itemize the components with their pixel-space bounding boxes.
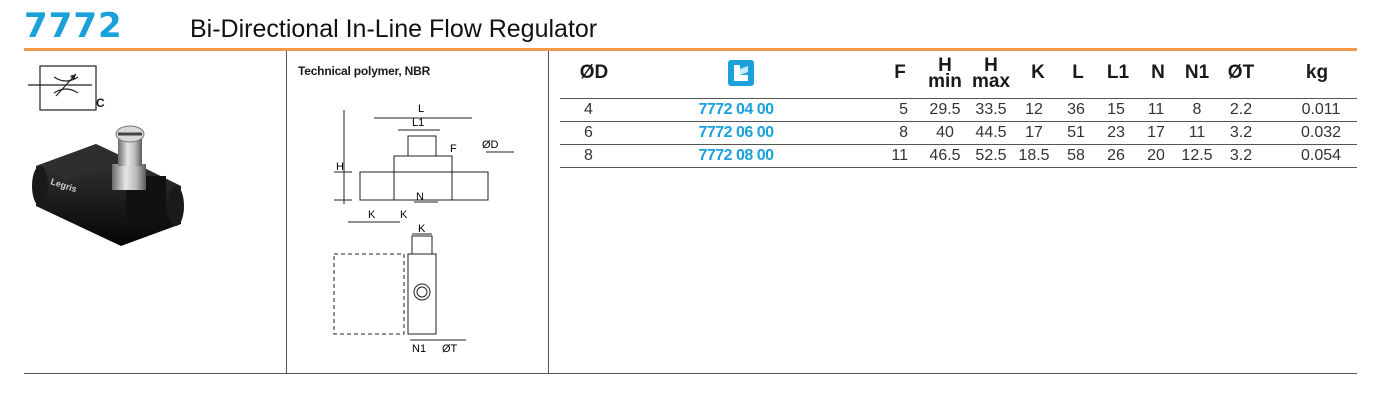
cell-ot: 3.2 xyxy=(1229,124,1253,141)
symbol-label: C xyxy=(96,96,105,110)
cell-k: 12 xyxy=(1025,101,1043,118)
cell-hmin: 46.5 xyxy=(929,147,961,164)
cell-reference[interactable]: 7772 04 00 xyxy=(698,101,774,118)
cell-ot: 2.2 xyxy=(1229,101,1253,118)
cell-n1: 12.5 xyxy=(1181,147,1213,164)
footer-divider xyxy=(24,373,1357,374)
col-l1: L1 xyxy=(1106,62,1130,83)
cell-l: 36 xyxy=(1067,101,1085,118)
flow-regulator-symbol-icon xyxy=(28,65,97,111)
col-hmin-top: H xyxy=(938,55,952,76)
dim-label: L xyxy=(418,103,424,115)
col-l: L xyxy=(1072,62,1084,83)
product-code: 7772 xyxy=(24,6,123,46)
cell-n: 20 xyxy=(1147,147,1165,164)
cell-f: 8 xyxy=(899,124,908,141)
dim-label: ØD xyxy=(482,139,499,151)
column-divider xyxy=(548,51,549,373)
col-f: F xyxy=(894,62,906,83)
legris-reference-icon xyxy=(728,60,754,86)
cell-kg: 0.032 xyxy=(1300,124,1342,141)
dim-label: N1 xyxy=(412,343,426,355)
cell-l: 51 xyxy=(1067,124,1085,141)
page-title: Bi-Directional In-Line Flow Regulator xyxy=(190,15,598,43)
cell-k: 18.5 xyxy=(1018,147,1050,164)
cell-f: 11 xyxy=(891,147,908,164)
table-row: 8 7772 08 00 11 46.5 52.5 18.5 58 26 20 … xyxy=(560,145,1357,168)
col-hmax-top: H xyxy=(984,55,998,76)
cell-n: 17 xyxy=(1147,124,1165,141)
col-hmin: H min xyxy=(924,55,966,92)
header-divider xyxy=(24,48,1357,51)
cell-kg: 0.011 xyxy=(1301,101,1341,118)
cell-hmax: 52.5 xyxy=(975,147,1007,164)
col-ot: ØT xyxy=(1227,62,1255,83)
cell-od: 4 xyxy=(584,101,593,118)
col-kg: kg xyxy=(1305,62,1329,83)
cell-f: 5 xyxy=(899,101,908,118)
table-header: ØD F H min H max K L L1 N N1 ØT kg xyxy=(560,56,1357,99)
dim-label: F xyxy=(450,143,457,155)
cell-hmax: 44.5 xyxy=(975,124,1007,141)
cell-k: 17 xyxy=(1025,124,1043,141)
column-divider xyxy=(286,51,287,373)
dim-label: H xyxy=(336,161,344,173)
cell-ot: 3.2 xyxy=(1229,147,1253,164)
product-photo: Legris xyxy=(32,125,184,246)
cell-l1: 15 xyxy=(1107,101,1125,118)
table-row: 4 7772 04 00 5 29.5 33.5 12 36 15 11 8 2… xyxy=(560,99,1357,122)
dim-label: N xyxy=(416,191,424,203)
col-hmax-bottom: max xyxy=(971,71,1011,92)
cell-reference[interactable]: 7772 08 00 xyxy=(698,147,774,164)
cell-reference[interactable]: 7772 06 00 xyxy=(698,124,774,141)
dimension-drawing: L L1 F ØD H N K K K N1 ØT xyxy=(333,103,514,355)
cell-n1: 8 xyxy=(1192,101,1202,118)
col-n: N xyxy=(1151,62,1165,83)
col-od: ØD xyxy=(579,62,609,83)
material-spec: Technical polymer, NBR xyxy=(298,64,431,78)
col-hmin-bottom: min xyxy=(928,71,962,92)
cell-od: 8 xyxy=(584,147,593,164)
dim-label: K xyxy=(400,209,408,221)
dimension-table: ØD F H min H max K L L1 N N1 ØT kg 4 777… xyxy=(560,56,1357,168)
cell-n1: 11 xyxy=(1188,124,1206,141)
cell-n: 11 xyxy=(1147,101,1165,118)
cell-hmin: 40 xyxy=(936,124,954,141)
cell-l1: 23 xyxy=(1107,124,1125,141)
dim-label: ØT xyxy=(442,343,458,355)
cell-l: 58 xyxy=(1067,147,1085,164)
dim-label: K xyxy=(418,223,426,235)
col-n1: N1 xyxy=(1184,62,1210,83)
col-k: K xyxy=(1031,62,1045,83)
table-row: 6 7772 06 00 8 40 44.5 17 51 23 17 11 3.… xyxy=(560,122,1357,145)
cell-od: 6 xyxy=(584,124,593,141)
cell-hmax: 33.5 xyxy=(975,101,1007,118)
cell-hmin: 29.5 xyxy=(929,101,961,118)
dim-label: L1 xyxy=(412,117,424,129)
cell-l1: 26 xyxy=(1107,147,1125,164)
dim-label: K xyxy=(368,209,376,221)
col-hmax: H max xyxy=(968,55,1014,92)
cell-kg: 0.054 xyxy=(1300,147,1342,164)
